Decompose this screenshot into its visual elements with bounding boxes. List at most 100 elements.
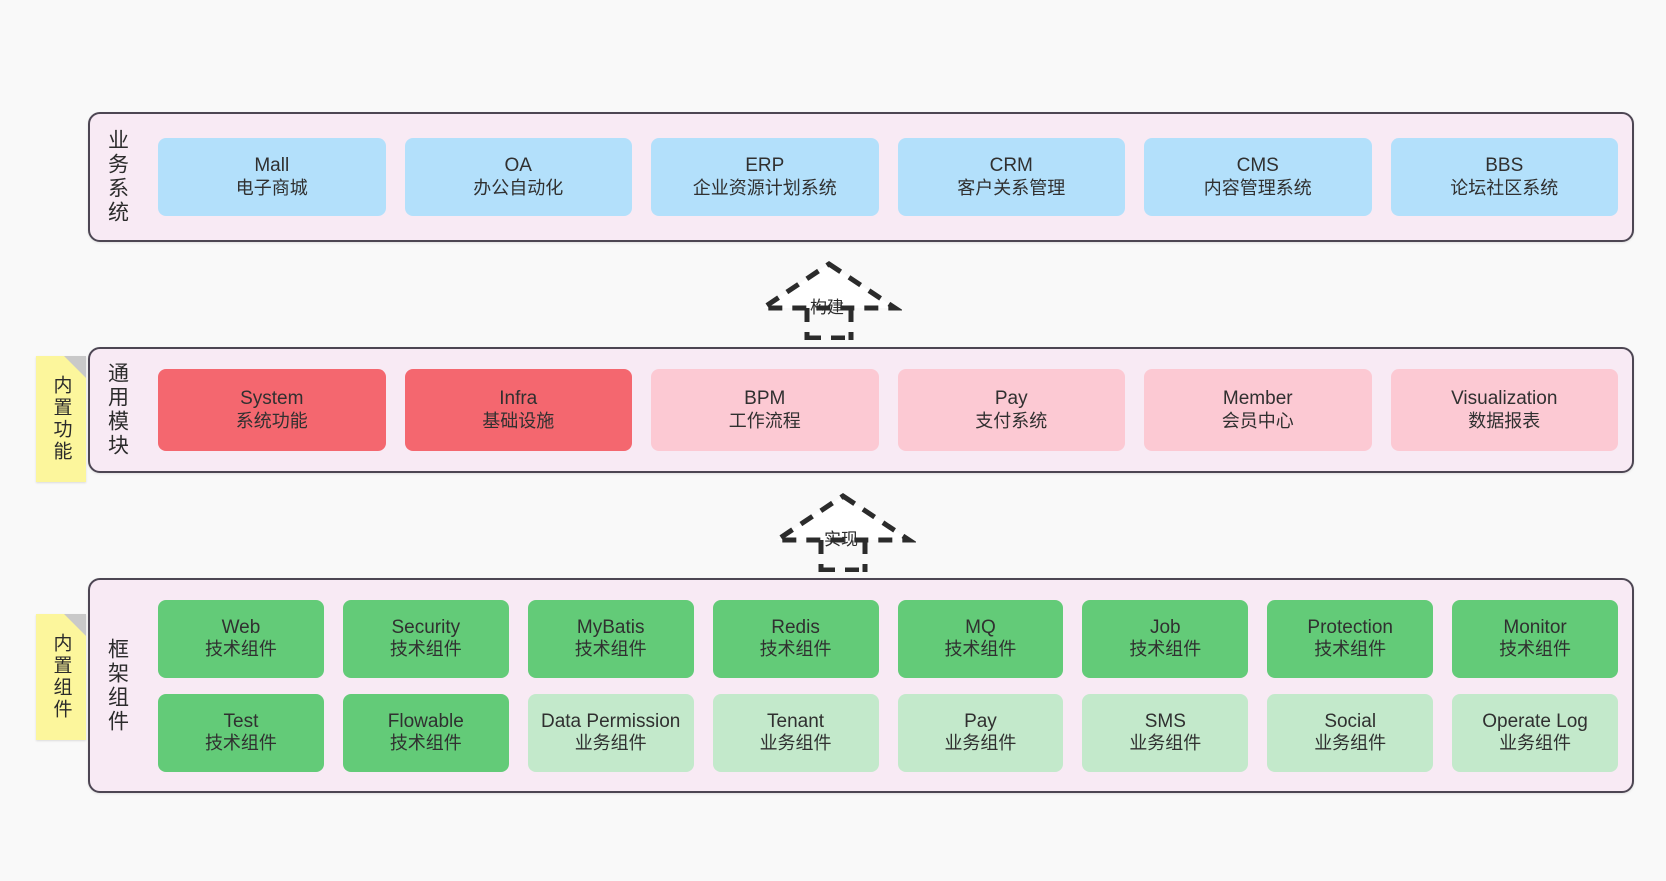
layer-title-common-module: 通用模块: [105, 362, 129, 458]
card-subtitle: 技术组件: [759, 639, 832, 660]
card-subtitle: 数据报表: [1468, 410, 1541, 431]
card-title: System: [240, 388, 304, 410]
card-title: MQ: [965, 616, 996, 638]
card-mall[interactable]: Mall 电子商城: [158, 138, 386, 216]
connector-build-label: 构建: [810, 298, 844, 317]
card-subtitle: 电子商城: [235, 177, 308, 198]
card-oa[interactable]: OA 办公自动化: [404, 138, 632, 216]
card-title: CRM: [989, 155, 1033, 177]
arrowhead-triangle: [770, 492, 916, 543]
card-subtitle: 技术组件: [574, 639, 647, 660]
note-label: 内置组件: [50, 633, 72, 721]
card-operate-log[interactable]: Operate Log 业务组件: [1452, 693, 1618, 772]
card-subtitle: 办公自动化: [473, 177, 564, 198]
card-subtitle: 业务组件: [944, 733, 1017, 754]
card-subtitle: 论坛社区系统: [1450, 177, 1559, 198]
note-builtin-component[interactable]: 内置组件: [36, 614, 86, 740]
card-subtitle: 业务组件: [574, 733, 647, 754]
card-mybatis[interactable]: MyBatis 技术组件: [527, 599, 694, 678]
card-title: Data Permission: [540, 710, 681, 732]
card-crm[interactable]: CRM 客户关系管理: [897, 138, 1125, 216]
card-row: System 系统功能 Infra 基础设施 BPM 工作流程 Pay 支付系统…: [158, 369, 1618, 451]
card-title: Pay: [964, 710, 997, 732]
card-cms[interactable]: CMS 内容管理系统: [1144, 138, 1372, 216]
connector-implement-arrow: [770, 492, 916, 572]
card-title: Member: [1222, 388, 1293, 410]
card-web[interactable]: Web 技术组件: [158, 599, 324, 678]
note-label: 内置功能: [50, 375, 72, 463]
card-row: Mall 电子商城 OA 办公自动化 ERP 企业资源计划系统 CRM 客户关系…: [158, 138, 1618, 216]
layer-framework-component[interactable]: 框架组件 Web 技术组件 Security 技术组件 MyBatis 技术组件…: [88, 578, 1634, 793]
card-protection[interactable]: Protection 技术组件: [1267, 599, 1434, 678]
card-title: Web: [221, 616, 261, 638]
card-subtitle: 客户关系管理: [957, 177, 1066, 198]
card-title: Security: [391, 616, 461, 638]
card-tenant[interactable]: Tenant 业务组件: [712, 693, 879, 772]
layer-body-business-system: Mall 电子商城 OA 办公自动化 ERP 企业资源计划系统 CRM 客户关系…: [144, 114, 1632, 240]
arrowhead-triangle: [756, 260, 902, 311]
card-social[interactable]: Social 业务组件: [1267, 693, 1434, 772]
card-mq[interactable]: MQ 技术组件: [897, 599, 1064, 678]
layer-body-framework-component: Web 技术组件 Security 技术组件 MyBatis 技术组件 Redi…: [144, 580, 1632, 791]
card-title: Job: [1149, 616, 1181, 638]
card-title: Infra: [499, 388, 538, 410]
card-subtitle: 系统功能: [235, 410, 308, 431]
card-subtitle: 技术组件: [1314, 639, 1387, 660]
card-pay-business[interactable]: Pay 业务组件: [897, 693, 1064, 772]
card-subtitle: 企业资源计划系统: [692, 177, 837, 198]
card-title: Flowable: [387, 710, 464, 732]
card-subtitle: 技术组件: [389, 639, 462, 660]
layer-title-framework-component: 框架组件: [105, 637, 129, 734]
card-security[interactable]: Security 技术组件: [342, 599, 509, 678]
card-subtitle: 业务组件: [1499, 733, 1572, 754]
card-title: Pay: [994, 388, 1028, 410]
card-flowable[interactable]: Flowable 技术组件: [342, 693, 509, 772]
card-title: Visualization: [1451, 388, 1558, 410]
connector-build-arrow: [756, 260, 902, 340]
card-subtitle: 业务组件: [1314, 733, 1387, 754]
card-erp[interactable]: ERP 企业资源计划系统: [651, 138, 879, 216]
card-row: Web 技术组件 Security 技术组件 MyBatis 技术组件 Redi…: [158, 599, 1618, 678]
card-title: Tenant: [767, 710, 825, 732]
card-member[interactable]: Member 会员中心: [1144, 369, 1372, 451]
card-system[interactable]: System 系统功能: [158, 369, 386, 451]
card-title: BBS: [1485, 155, 1524, 177]
card-title: BPM: [744, 388, 786, 410]
card-bpm[interactable]: BPM 工作流程: [651, 369, 879, 451]
card-subtitle: 业务组件: [759, 733, 832, 754]
card-title: Operate Log: [1482, 710, 1588, 732]
card-title: Redis: [771, 616, 820, 638]
card-subtitle: 工作流程: [728, 410, 801, 431]
layer-business-system[interactable]: 业务系统 Mall 电子商城 OA 办公自动化 ERP 企业资源计划系统 CRM…: [88, 112, 1634, 242]
card-row: Test 技术组件 Flowable 技术组件 Data Permission …: [158, 693, 1618, 772]
arrow-shaft: [818, 540, 868, 572]
card-monitor[interactable]: Monitor 技术组件: [1452, 599, 1618, 678]
card-title: SMS: [1144, 710, 1186, 732]
card-data-permission[interactable]: Data Permission 业务组件: [527, 693, 694, 772]
card-bbs[interactable]: BBS 论坛社区系统: [1390, 138, 1618, 216]
card-subtitle: 技术组件: [1129, 639, 1202, 660]
card-subtitle: 业务组件: [1129, 733, 1202, 754]
card-subtitle: 基础设施: [482, 410, 555, 431]
card-title: MyBatis: [576, 616, 645, 638]
card-subtitle: 技术组件: [944, 639, 1017, 660]
card-subtitle: 技术组件: [204, 733, 277, 754]
layer-common-module[interactable]: 通用模块 System 系统功能 Infra 基础设施 BPM 工作流程 Pay…: [88, 347, 1634, 473]
card-subtitle: 技术组件: [389, 733, 462, 754]
card-infra[interactable]: Infra 基础设施: [404, 369, 632, 451]
arrow-shaft: [804, 308, 854, 340]
card-title: Monitor: [1503, 616, 1567, 638]
card-redis[interactable]: Redis 技术组件: [712, 599, 879, 678]
card-subtitle: 内容管理系统: [1203, 177, 1312, 198]
card-job[interactable]: Job 技术组件: [1082, 599, 1249, 678]
card-sms[interactable]: SMS 业务组件: [1082, 693, 1249, 772]
card-pay[interactable]: Pay 支付系统: [897, 369, 1125, 451]
card-subtitle: 会员中心: [1221, 410, 1294, 431]
card-title: OA: [504, 155, 532, 177]
card-subtitle: 技术组件: [1499, 639, 1572, 660]
note-builtin-function[interactable]: 内置功能: [36, 356, 86, 482]
note-fold-corner-icon: [64, 356, 86, 378]
card-visualization[interactable]: Visualization 数据报表: [1390, 369, 1618, 451]
card-title: Mall: [254, 155, 290, 177]
card-test[interactable]: Test 技术组件: [158, 693, 324, 772]
